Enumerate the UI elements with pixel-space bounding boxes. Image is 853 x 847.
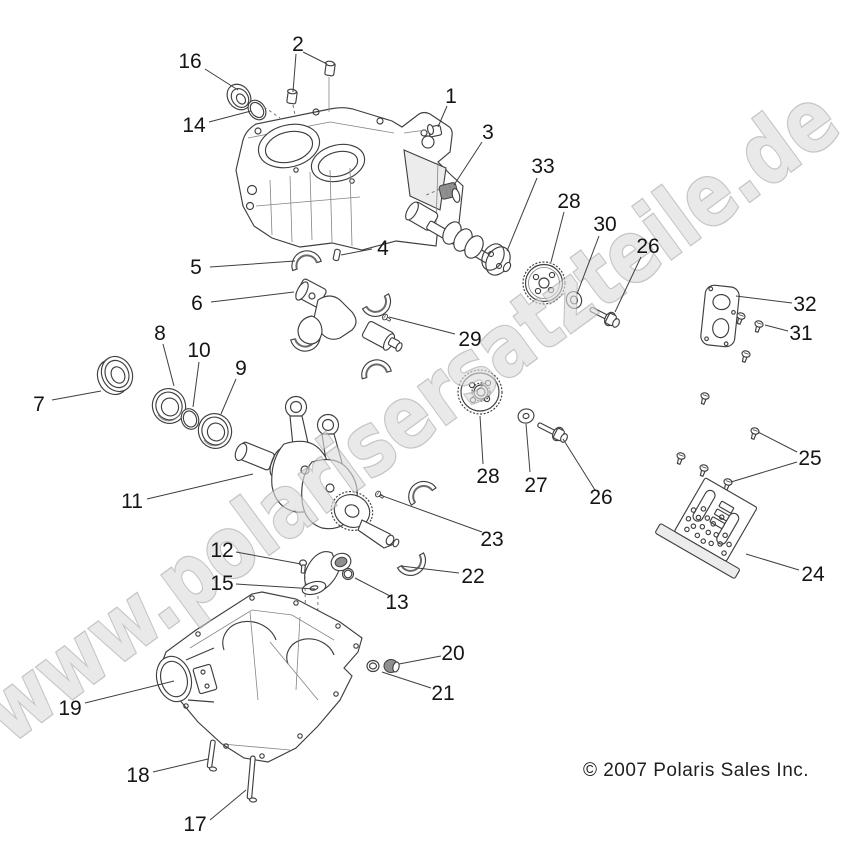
callout-leader-line <box>152 758 209 773</box>
callout-leader-line <box>84 680 175 704</box>
callout-leader-line <box>576 235 600 295</box>
callout-leader-line <box>235 583 316 590</box>
callout-label-15: 15 <box>210 572 233 595</box>
case-bolts-drawing <box>206 739 258 803</box>
callout-label-16: 16 <box>178 50 201 73</box>
dowel-pins-drawing <box>286 60 336 116</box>
callout-leader-line <box>208 110 252 123</box>
callout-label-19: 19 <box>58 697 81 720</box>
callout-label-22: 22 <box>461 565 484 588</box>
callout-label-11: 11 <box>121 490 143 513</box>
callout-leader-line <box>614 256 642 313</box>
callout-label-8: 8 <box>154 322 166 345</box>
gasket-plate-drawing <box>700 284 765 348</box>
crankshaft-drawing <box>234 395 400 549</box>
callout-label-33: 33 <box>531 155 554 178</box>
callout-label-4: 4 <box>377 237 389 260</box>
callout-label-28: 28 <box>557 190 580 213</box>
callout-leader-line <box>379 494 483 533</box>
callout-label-21: 21 <box>431 682 454 705</box>
callout-label-23: 23 <box>480 528 503 551</box>
callout-leader-line <box>735 295 793 304</box>
callout-leader-line <box>302 51 328 65</box>
callout-leader-line <box>235 551 302 565</box>
callout-leader-line <box>400 565 460 574</box>
baffle-plate-drawing <box>655 477 758 579</box>
callout-leader-line <box>437 105 448 128</box>
callout-label-26: 26 <box>589 486 612 509</box>
mounting-screws-drawing <box>673 349 761 492</box>
callout-leader-line <box>146 473 254 500</box>
seals-and-bearings-drawing <box>96 355 233 449</box>
callout-label-1: 1 <box>445 85 457 108</box>
callout-label-13: 13 <box>385 591 408 614</box>
callout-leader-line <box>354 577 391 597</box>
callout-leader-line <box>506 177 538 252</box>
callout-label-27: 27 <box>524 474 547 497</box>
small-pins-drawing <box>332 248 393 501</box>
callout-label-31: 31 <box>789 322 812 345</box>
callout-label-24: 24 <box>801 563 825 586</box>
drain-plug-drawing <box>366 659 400 673</box>
callout-label-17: 17 <box>183 813 206 836</box>
callout-leader-line <box>292 53 297 93</box>
camshaft-drawing <box>405 201 512 276</box>
callout-leader-line <box>340 248 373 256</box>
callout-leader-line <box>730 461 798 483</box>
oil-plug-drawing <box>403 123 443 138</box>
callout-label-14: 14 <box>182 114 206 137</box>
callout-label-28: 28 <box>476 465 499 488</box>
callout-leader-line <box>204 68 239 91</box>
balance-shaft-drawing <box>295 278 403 352</box>
callout-label-32: 32 <box>793 293 816 316</box>
callout-label-6: 6 <box>191 292 203 315</box>
callout-label-12: 12 <box>210 539 233 562</box>
callout-leader-line <box>562 438 596 491</box>
callout-leader-line <box>220 378 237 415</box>
callout-leader-line <box>525 423 531 473</box>
callout-leader-line <box>388 316 456 335</box>
callout-label-5: 5 <box>190 256 202 279</box>
copyright-text: © 2007 Polaris Sales Inc. <box>583 760 809 781</box>
callout-leader-line <box>550 211 565 263</box>
callout-label-18: 18 <box>126 764 149 787</box>
callout-label-29: 29 <box>458 328 481 351</box>
callout-label-20: 20 <box>441 642 464 665</box>
breather-plug-drawing <box>423 182 461 203</box>
callout-leader-line <box>479 415 484 465</box>
callout-label-9: 9 <box>235 357 247 380</box>
callout-label-26: 26 <box>636 235 659 258</box>
callout-leader-line <box>209 260 296 268</box>
crank-gear-washer-bolt-drawing <box>457 369 568 443</box>
callout-leader-line <box>381 671 432 689</box>
callout-label-2: 2 <box>292 33 304 56</box>
cup-plug-and-seal-drawing <box>226 83 281 121</box>
callout-leader-line <box>757 431 798 453</box>
callout-leader-line <box>453 141 483 186</box>
callout-leader-line <box>51 390 102 401</box>
callout-label-3: 3 <box>482 121 494 144</box>
callout-leader-line <box>192 361 200 408</box>
callout-label-10: 10 <box>187 339 210 362</box>
callout-label-25: 25 <box>798 447 821 470</box>
cam-gear-washer-bolt-drawing <box>565 291 620 328</box>
callout-label-7: 7 <box>33 393 45 416</box>
cam-gear-drawing <box>522 261 566 305</box>
lower-crankcase-drawing <box>155 591 363 763</box>
callout-leader-line <box>764 324 789 332</box>
callout-leader-line <box>745 553 800 571</box>
callout-label-30: 30 <box>593 213 616 236</box>
callout-leader-line <box>398 655 442 665</box>
callout-leader-line <box>209 789 247 821</box>
callout-leader-line <box>210 291 295 303</box>
callout-leader-line <box>162 343 175 387</box>
